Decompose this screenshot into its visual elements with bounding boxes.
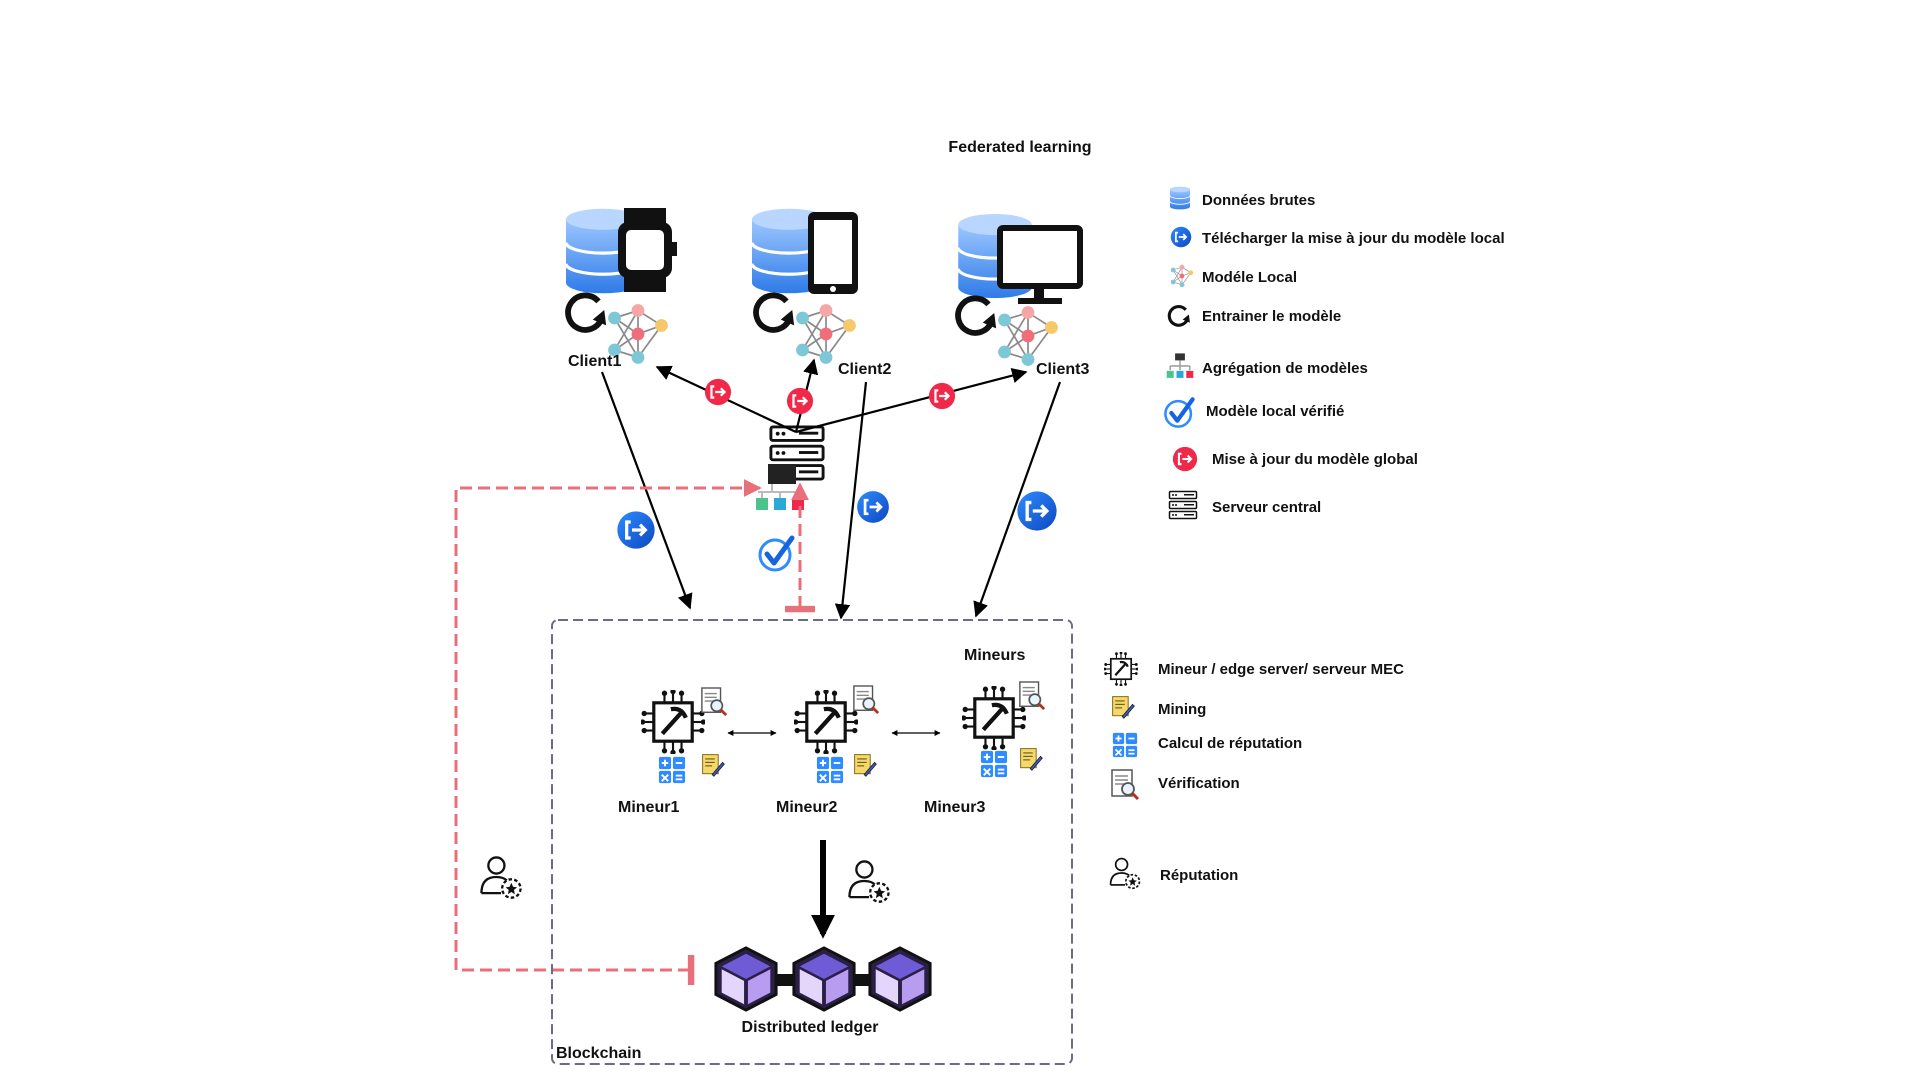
client-label: Client3 [1036, 361, 1089, 378]
legend-label: Vérification [1158, 775, 1240, 792]
miner3-group: Mineur3 [924, 680, 1046, 816]
client-label: Client1 [568, 353, 621, 370]
upload-local-update-icon [856, 490, 890, 524]
legend-label: Télécharger la mise à jour du modèle loc… [1202, 230, 1505, 247]
miner-chip-icon [1104, 652, 1138, 686]
client1-group: Client1 [566, 208, 677, 370]
smartphone-icon [808, 212, 858, 294]
legend-label: Calcul de réputation [1158, 735, 1302, 752]
client3-group: Client3 [958, 214, 1089, 378]
client2-group: Client2 [752, 208, 891, 378]
verification-icon [1110, 768, 1140, 801]
reputation-icon [480, 856, 522, 899]
legend-label: Serveur central [1212, 499, 1321, 516]
local-update-arrow [600, 371, 693, 610]
global-update-icon [1172, 446, 1198, 472]
aggregation-node-icon [768, 464, 796, 484]
legend-fl: Données brutes Télécharger la mise à jou… [1165, 186, 1505, 520]
legend-label: Agrégation de modèles [1202, 360, 1368, 377]
miner1-group: Mineur1 [618, 686, 728, 816]
legend-label: Entrainer le modèle [1202, 308, 1341, 325]
reputation-icon [1109, 857, 1141, 890]
global-update-icon [704, 378, 732, 406]
legend-label: Modèle local vérifié [1206, 403, 1344, 420]
legend-label: Données brutes [1202, 192, 1315, 209]
global-update-icon [786, 387, 814, 415]
legend-label: Modéle Local [1202, 269, 1297, 286]
legend-label: Réputation [1160, 867, 1238, 884]
block-icon [868, 946, 932, 1012]
smartwatch-icon [618, 208, 677, 292]
miner-label: Mineur3 [924, 799, 985, 816]
server-icon [1168, 490, 1198, 520]
distributed-ledger [714, 946, 932, 1012]
legend-bc: Mineur / edge server/ serveur MEC Mining… [1104, 652, 1404, 890]
local-update-arrow [834, 381, 868, 620]
miners-title: Mineurs [964, 647, 1025, 664]
reputation-icon [848, 860, 890, 903]
monitor-icon [997, 225, 1083, 304]
global-update-arrow [795, 368, 1028, 434]
miner-label: Mineur1 [618, 799, 679, 816]
fl-panel [370, 130, 1410, 530]
diagram-title: Federated learning [948, 139, 1091, 156]
upload-local-update-icon [1170, 226, 1192, 248]
local-update-arrow [973, 381, 1062, 618]
ledger-label: Distributed ledger [742, 1019, 879, 1036]
upload-local-update-icon [1016, 490, 1058, 532]
legend-label: Mining [1158, 701, 1206, 718]
legend-label: Mineur / edge server/ serveur MEC [1158, 661, 1404, 678]
block-icon [792, 946, 856, 1012]
calculator-icon [1112, 732, 1138, 758]
database-icon [1170, 186, 1190, 210]
block-icon [714, 946, 778, 1012]
miner2-group: Mineur2 [776, 684, 880, 816]
blockchain-label: Blockchain [556, 1045, 641, 1062]
upload-local-update-icon [616, 510, 656, 550]
mining-icon [1112, 696, 1135, 719]
global-update-icon [928, 382, 956, 410]
reputation-feedback-path [454, 479, 762, 985]
legend-label: Mise à jour du modèle global [1212, 451, 1418, 468]
client-label: Client2 [838, 361, 891, 378]
miner-label: Mineur2 [776, 799, 837, 816]
